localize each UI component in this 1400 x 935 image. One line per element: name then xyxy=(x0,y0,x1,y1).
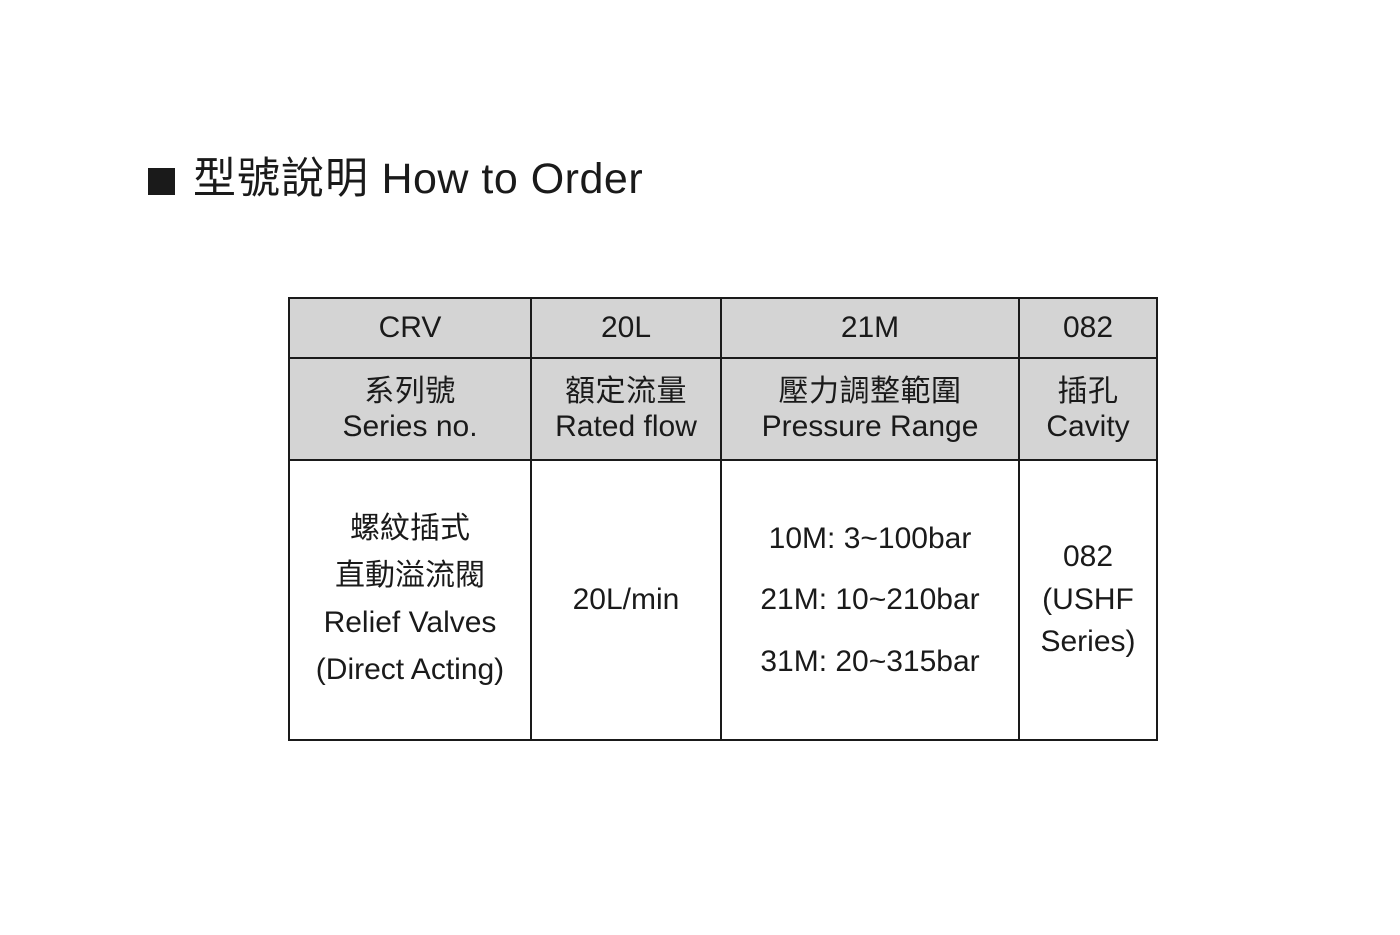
series-description: 螺紋插式 直動溢流閥 Relief Valves (Direct Acting) xyxy=(290,506,530,693)
label-cavity-cjk: 插孔 xyxy=(1057,374,1119,408)
label-cell-flow: 額定流量 Rated flow xyxy=(530,357,722,461)
value-cell-flow: 20L/min xyxy=(530,459,722,741)
how-to-order-table: CRV 20L 21M 082 系列號 Series no. 額定流量 Rate… xyxy=(288,297,1158,741)
value-cell-cavity: 082 (USHF Series) xyxy=(1018,459,1158,741)
pressure-option-3: 31M: 20~315bar xyxy=(760,644,980,678)
table-row-column-labels: 系列號 Series no. 額定流量 Rated flow 壓力調整範圍 Pr… xyxy=(288,357,1158,461)
code-cell-pressure: 21M xyxy=(720,297,1020,359)
label-pressure-en: Pressure Range xyxy=(761,410,979,443)
page-title-text: 型號說明 How to Order xyxy=(193,158,643,201)
code-cell-cavity: 082 xyxy=(1018,297,1158,359)
label-series-en: Series no. xyxy=(342,410,478,443)
series-line-1: 螺紋插式 xyxy=(350,512,470,546)
label-flow-cjk: 額定流量 xyxy=(565,374,687,408)
table-row-model-code: CRV 20L 21M 082 xyxy=(288,297,1158,359)
code-cell-series: CRV xyxy=(288,297,532,359)
label-flow-en: Rated flow xyxy=(555,410,697,443)
label-pressure-cjk: 壓力調整範圍 xyxy=(778,374,962,408)
cavity-line-3: Series) xyxy=(1040,625,1136,659)
filled-square-bullet-icon xyxy=(148,168,175,195)
code-cell-flow: 20L xyxy=(530,297,722,359)
series-line-4: (Direct Acting) xyxy=(315,652,505,686)
page-title-cjk: 型號說明 xyxy=(193,155,369,203)
label-cell-pressure: 壓力調整範圍 Pressure Range xyxy=(720,357,1020,461)
label-cell-cavity: 插孔 Cavity xyxy=(1018,357,1158,461)
value-cell-series: 螺紋插式 直動溢流閥 Relief Valves (Direct Acting) xyxy=(288,459,532,741)
page-title-en: How to Order xyxy=(381,155,644,203)
table-row-options: 螺紋插式 直動溢流閥 Relief Valves (Direct Acting)… xyxy=(288,459,1158,741)
pressure-option-1: 10M: 3~100bar xyxy=(768,521,972,555)
pressure-option-2: 21M: 10~210bar xyxy=(760,583,980,617)
label-cavity-en: Cavity xyxy=(1046,410,1130,443)
cavity-line-2: (USHF xyxy=(1042,582,1134,616)
cavity-description: 082 (USHF Series) xyxy=(1020,536,1156,664)
cavity-line-1: 082 xyxy=(1062,540,1114,574)
page-title: 型號說明 How to Order xyxy=(148,158,643,201)
label-cell-series: 系列號 Series no. xyxy=(288,357,532,461)
series-line-2: 直動溢流閥 xyxy=(335,559,485,593)
label-series-cjk: 系列號 xyxy=(364,374,456,408)
value-cell-pressure: 10M: 3~100bar 21M: 10~210bar 31M: 20~315… xyxy=(720,459,1020,741)
series-line-3: Relief Valves xyxy=(323,606,497,639)
